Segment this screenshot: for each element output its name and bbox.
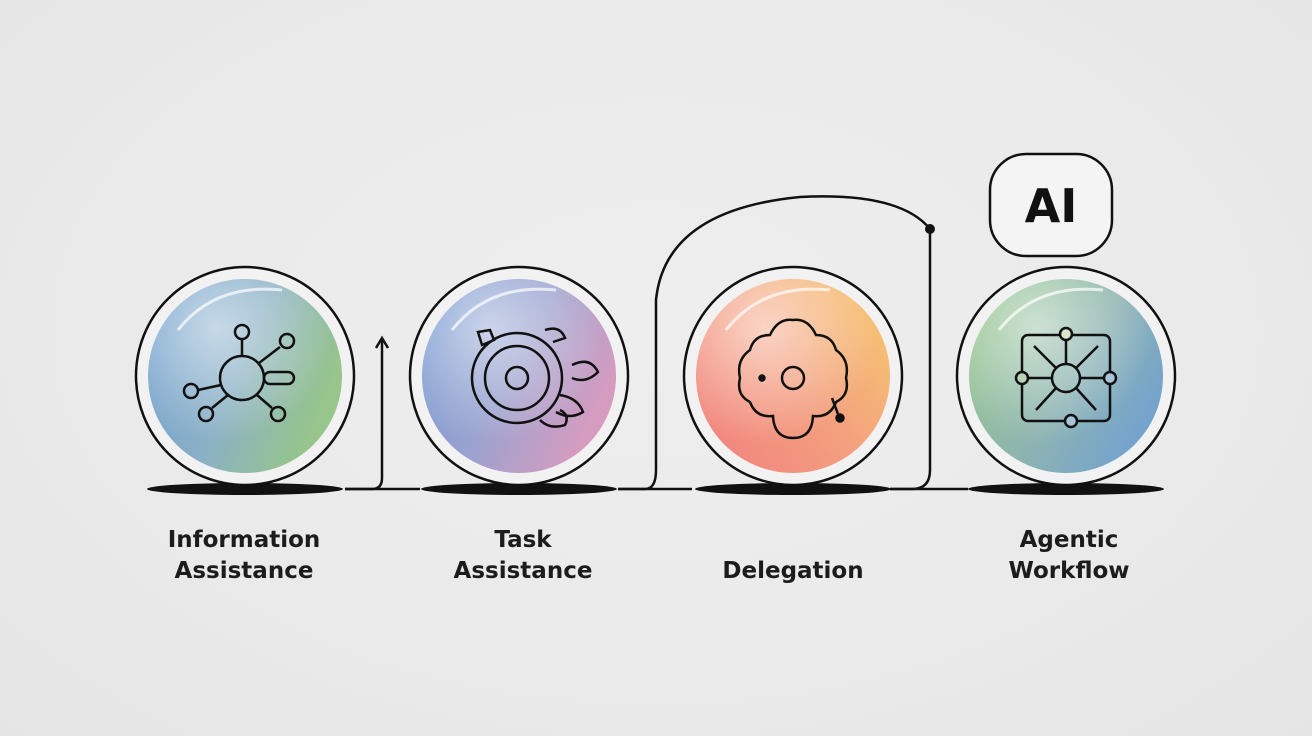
- stage-bubble-task-assistance: [408, 265, 630, 487]
- ai-badge-label: AI: [1024, 179, 1078, 233]
- bubble-shadow: [147, 483, 343, 495]
- stage-label-delegation: Delegation: [722, 558, 864, 584]
- bubble-shadow: [968, 483, 1164, 495]
- network-hub-icon: [182, 323, 296, 423]
- stage-label-information-assistance: Information Assistance: [167, 527, 321, 584]
- stage-label-task-assistance: Task Assistance: [453, 527, 593, 584]
- grid-network-icon: [1014, 326, 1118, 429]
- stage-bubble-delegation: [682, 265, 904, 487]
- connector-arrowhead: [374, 335, 390, 349]
- stage-bubble-information-assistance: [134, 265, 356, 487]
- bubble-shadow: [695, 483, 891, 495]
- bubble-shadow: [421, 483, 617, 495]
- connector-dot: [925, 224, 935, 234]
- stage-bubble-agentic-workflow: [955, 265, 1177, 487]
- flower-node-icon: [737, 318, 849, 440]
- stage-label-agentic-workflow: Agentic Workflow: [1008, 527, 1130, 584]
- ai-badge: [988, 152, 1114, 258]
- connector-line: [618, 195, 932, 491]
- target-gears-icon: [470, 327, 600, 428]
